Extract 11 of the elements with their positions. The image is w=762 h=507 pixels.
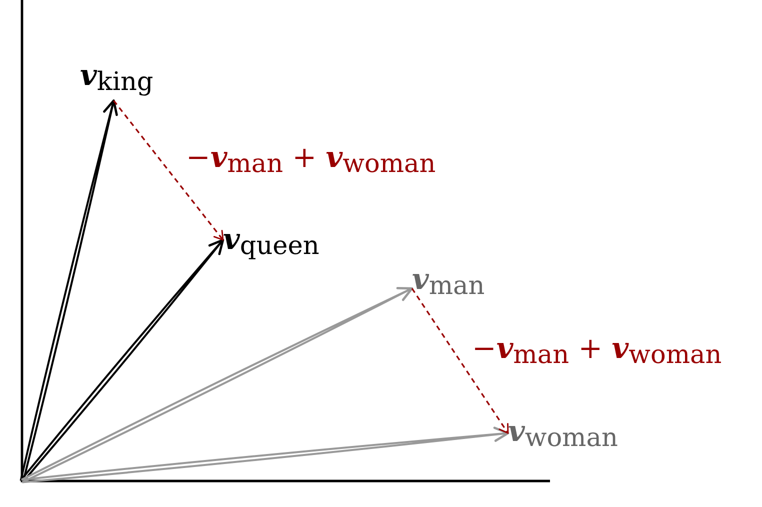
dashed-arrow [113, 100, 224, 241]
vector-arrow [20, 287, 414, 484]
edge-label: −v$_{man}$ + v$_{woman}$ [472, 331, 722, 372]
vector-label: v$_{queen}$ [223, 222, 320, 265]
dashed-arrow [411, 288, 509, 434]
vector-arrow [20, 426, 510, 484]
vector-arrow [20, 99, 118, 482]
vector-label: v$_{man}$ [412, 262, 485, 305]
vector-label: v$_{king}$ [80, 58, 154, 101]
edge-label: −v$_{man}$ + v$_{woman}$ [186, 140, 436, 182]
vector-label: v$_{woman}$ [508, 414, 618, 457]
